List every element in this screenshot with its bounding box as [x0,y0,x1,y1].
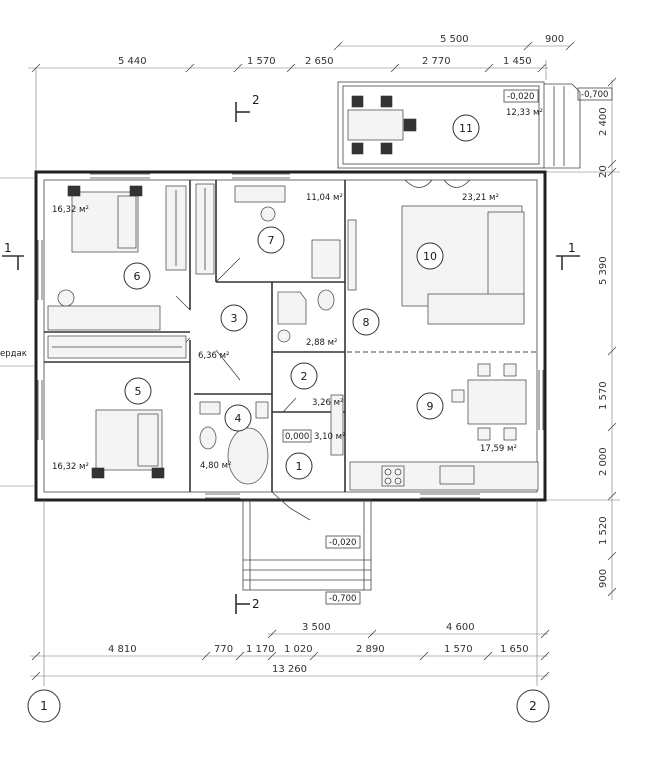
interior-walls [44,180,537,521]
bottom-dimensions: 3 500 4 600 4 810 770 1 170 1 020 2 890 … [30,500,550,686]
bottom-dim-4: 770 [214,644,233,655]
left-note: ердак [0,349,27,359]
axis-2-label: 2 [529,699,537,713]
top-dim-4: 1 570 [247,56,276,67]
porch: -0,020 -0,700 [242,499,372,605]
right-dim-6: 1 520 [598,516,609,545]
top-dim-2: 900 [545,34,564,45]
right-dim-1: 2 400 [598,107,609,136]
bottom-dim-6: 1 020 [284,644,313,655]
room-3-number: 3 [231,312,238,325]
terrace-table [347,109,404,141]
furniture [47,183,539,491]
right-dim-4: 1 570 [598,381,609,410]
terrace-ground-level: -0,700 [581,90,608,100]
room-9-area: 17,59 м² [480,444,517,454]
room-11-marker [452,114,480,142]
bottom-dim-2: 4 600 [446,622,475,633]
right-dim-2: 20 [598,165,609,178]
room-3-area: 6,36 м² [198,351,229,361]
bottom-dim-1: 3 500 [302,622,331,633]
room-7-area: 11,04 м² [306,193,343,203]
terrace: 11 12,33 м² -0,020 -0,700 [337,81,613,169]
axis-1-label: 1 [40,699,48,713]
room-11-area: 12,33 м² [506,108,543,118]
right-dim-5: 2 000 [598,447,609,476]
room-9-number: 9 [427,400,434,413]
section-mark-left: 1 [4,241,12,255]
top-dim-5: 2 650 [305,56,334,67]
room-4-number: 4 [235,412,242,425]
room-10-area: 23,21 м² [462,193,499,203]
room-8-number: 8 [363,316,370,329]
room-labels: 1 0,000 3,10 м² 2 3,26 м² 3 6,36 м² 4 4,… [52,193,517,480]
top-dim-3: 5 440 [118,56,147,67]
bottom-dim-5: 1 170 [246,644,275,655]
section-mark-right: 1 [568,241,576,255]
top-dim-7: 1 450 [503,56,532,67]
room-5-number: 5 [135,385,142,398]
room-8-area: 2,88 м² [306,338,337,348]
top-dim-6: 2 770 [422,56,451,67]
hall-area: 3,10 м² [314,432,345,442]
room-6-number: 6 [134,270,141,283]
bottom-dim-7: 2 890 [356,644,385,655]
axis-2-marker [516,689,550,723]
room-6-area: 16,32 м² [52,205,89,215]
porch-level: -0,020 [329,538,356,548]
bottom-dim-8: 1 570 [444,644,473,655]
room-2-number: 2 [301,370,308,383]
bottom-dim-3: 4 810 [108,644,137,655]
section-mark-bottom: 2 [252,597,260,611]
right-dim-7: 900 [598,569,609,588]
bottom-total: 13 260 [272,664,307,675]
axis-1-marker [27,689,61,723]
terrace-level: -0,020 [507,92,534,102]
room-1-number: 1 [296,460,303,473]
section-mark-top: 2 [252,93,260,107]
room-7-number: 7 [268,234,275,247]
porch-ground-level: -0,700 [329,594,356,604]
axis-bubbles: 1 2 [27,689,550,723]
room-5-area: 16,32 м² [52,462,89,472]
dining-table [467,379,527,425]
bottom-dim-9: 1 650 [500,644,529,655]
top-dimensions: 5 500 900 5 440 1 570 2 650 2 770 1 450 [28,34,575,172]
top-dim-1: 5 500 [440,34,469,45]
room-4-area: 4,80 м² [200,461,231,471]
right-dimensions: 2 400 20 5 390 1 570 2 000 1 520 900 [0,77,620,600]
room-10-number: 10 [423,250,437,263]
room-2-area: 3,26 м² [312,398,343,408]
floor-level: 0,000 [285,432,309,442]
section-marks: 2 2 1 1 [2,93,580,614]
room-11-number: 11 [459,122,473,135]
right-dim-3: 5 390 [598,256,609,285]
